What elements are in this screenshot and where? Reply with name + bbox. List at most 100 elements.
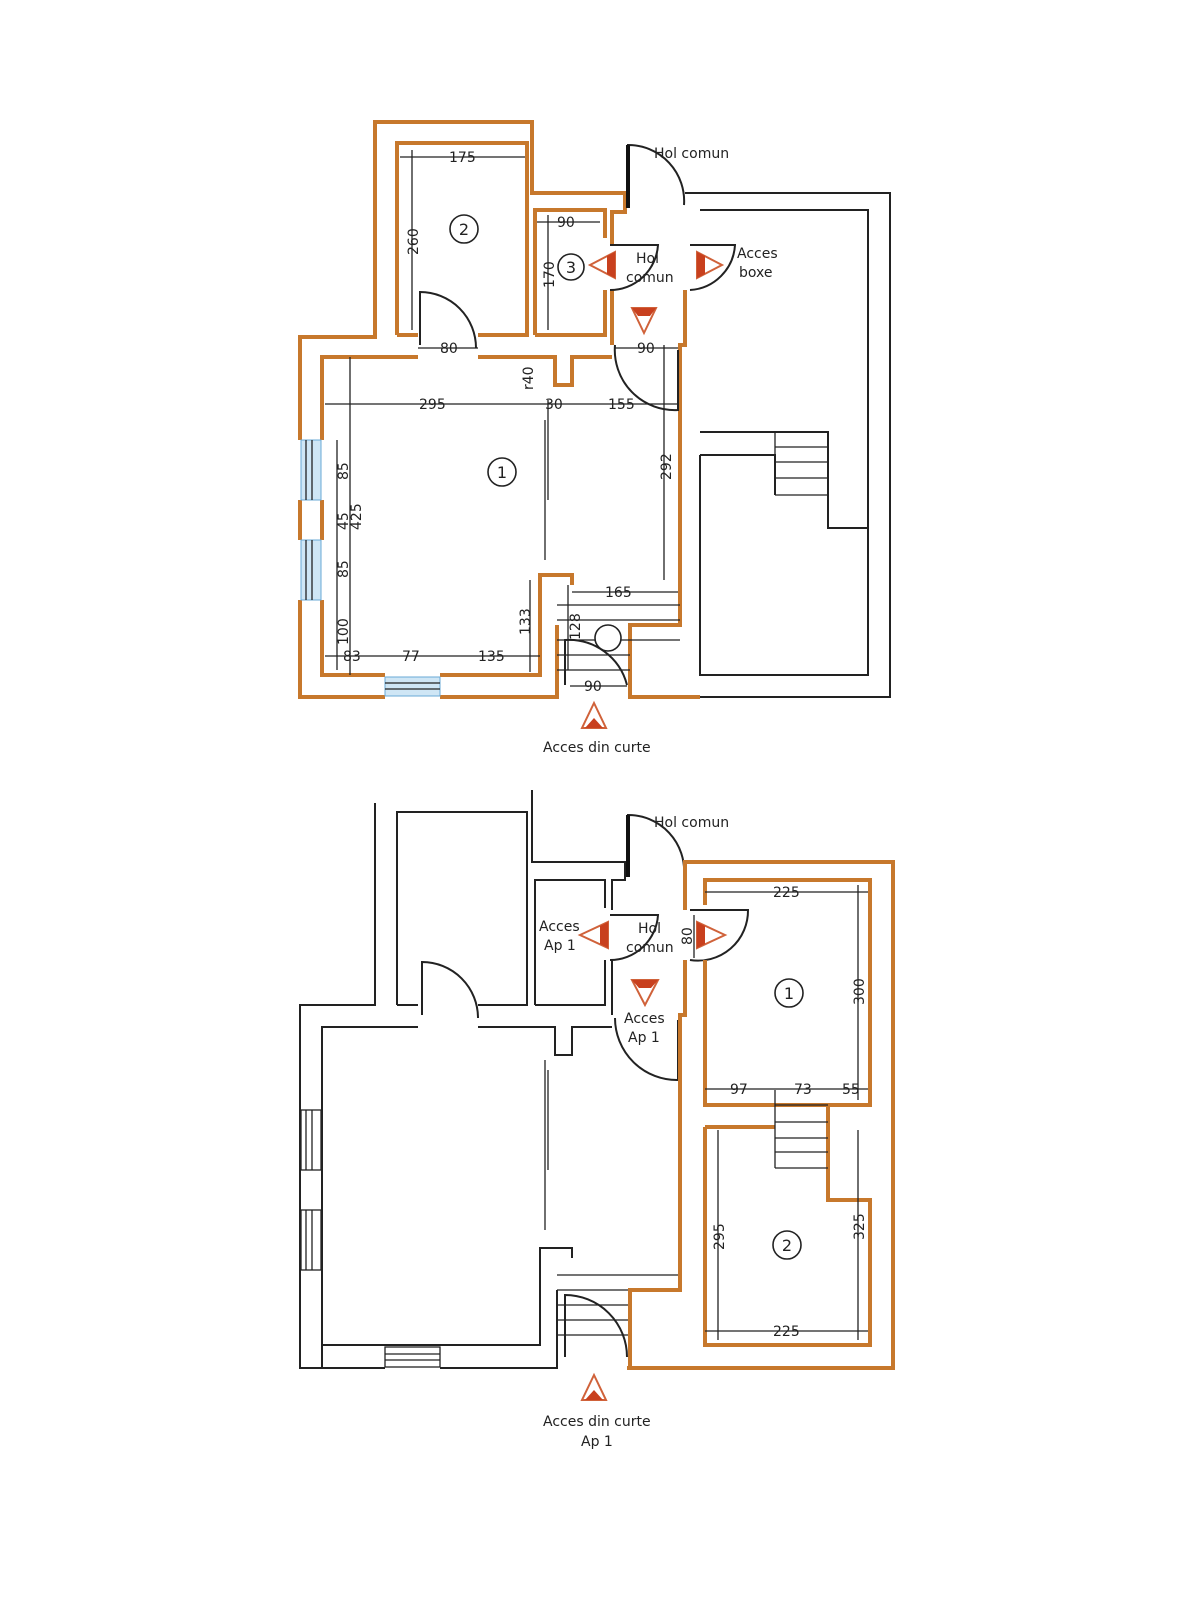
dim: 97 [730,1082,748,1098]
apartment-outer-wall [627,860,895,1370]
label-comun: comun [626,940,674,956]
label-acces-din-curte: Acces din curte [543,1414,651,1430]
window-bottom [384,1346,441,1368]
stair-direction-marker [594,624,622,652]
dim: 260 [406,228,422,255]
dim: r40 [521,366,537,390]
label-comun: comun [626,270,674,286]
label-acces: Acces [737,246,778,262]
room-2-wall [703,1105,872,1347]
room-number-1: 1 [497,463,507,482]
dimension-lines [325,150,678,687]
label-acces: Acces [624,1011,665,1027]
dim: 133 [518,608,534,635]
arrow-icon-down [630,307,658,336]
room-2-wall [395,141,529,337]
stairs [557,1274,680,1336]
label-acces: Acces [539,919,580,935]
dim: 90 [584,679,602,695]
dim: 425 [349,503,365,530]
door-apartment [689,909,750,962]
door-existing [421,960,479,1019]
room-1-wall [320,355,612,677]
label-hol-comun: Hol comun [654,815,729,831]
neighbour-inner [699,209,869,676]
dim: 85 [336,462,352,480]
existing-walls [299,790,686,1369]
room-number-circle [449,214,479,244]
dim: 83 [343,649,361,665]
arrow-icon-down [630,979,660,1008]
partition [544,400,549,560]
partition [544,1060,549,1230]
dim: 300 [852,978,868,1005]
stairs [774,1090,828,1169]
label-hol: Hol [636,251,659,267]
room-number-circle [774,978,804,1008]
dim: 77 [402,649,420,665]
door-entrance [564,1293,628,1358]
arrow-icon-left [587,250,616,280]
door-room-2 [419,290,477,349]
dim: 30 [545,397,563,413]
label-boxe: boxe [739,265,773,281]
label-acces-din-curte: Acces din curte [543,740,651,756]
arrow-icon-left [577,920,609,950]
dim: 165 [605,585,632,601]
window-left-2 [300,539,322,601]
window-mullions [305,1110,440,1361]
window-mullions [305,440,440,690]
dim: 80 [440,341,458,357]
arrow-icon-up-entrance [580,700,608,729]
door-room-3 [609,244,660,292]
room-1-wall [703,878,872,1107]
room-number-2: 2 [782,1236,792,1255]
dim: 73 [794,1082,812,1098]
room-number-circle [487,457,517,487]
apartment-outer-wall [298,120,700,699]
dim: 292 [659,453,675,480]
dim: 90 [557,215,575,231]
dim: 325 [852,1213,868,1240]
window-left-1 [300,439,322,501]
label-hol: Hol [638,921,661,937]
room-number-1: 1 [784,984,794,1003]
label-hol-comun: Hol comun [654,146,729,162]
door-acces-ap1-down [614,1017,679,1082]
dim: 225 [773,885,800,901]
room-3-wall [533,208,607,337]
neighbour-stairs [774,432,828,496]
door-acces-ap1-left [609,914,660,962]
door-acces-boxe [689,244,737,291]
door-hol-comun-top [627,143,686,208]
dim: 45 [336,512,352,530]
window-bottom [384,676,441,697]
dim: 80 [680,927,696,945]
room-number-circle [557,253,585,281]
dim: 225 [773,1324,800,1340]
arrow-icon-right [696,250,725,280]
label-ap1: Ap 1 [628,1030,660,1046]
dim: 100 [336,618,352,645]
top-plan: 1 2 3 Hol comun Hol comun Acces boxe Acc… [298,120,891,756]
room-number-2: 2 [459,220,469,239]
arrow-icon-right [696,920,728,950]
dim: 85 [336,560,352,578]
dim: 155 [608,397,635,413]
bottom-plan: 1 2 Hol comun Acces Ap 1 Hol comun Acces… [299,790,895,1450]
dim: 55 [842,1082,860,1098]
dim: 170 [542,261,558,288]
neighbour-outline [685,192,891,698]
dim: 295 [712,1223,728,1250]
dim: 175 [449,150,476,166]
door-room-1 [613,344,679,412]
label-ap1: Ap 1 [581,1434,613,1450]
dim: 90 [637,341,655,357]
window-left-2 [300,1209,322,1271]
arrow-icon-up-entrance [580,1372,608,1401]
dim: 135 [478,649,505,665]
dim: 128 [568,613,584,640]
dim: 295 [419,397,446,413]
